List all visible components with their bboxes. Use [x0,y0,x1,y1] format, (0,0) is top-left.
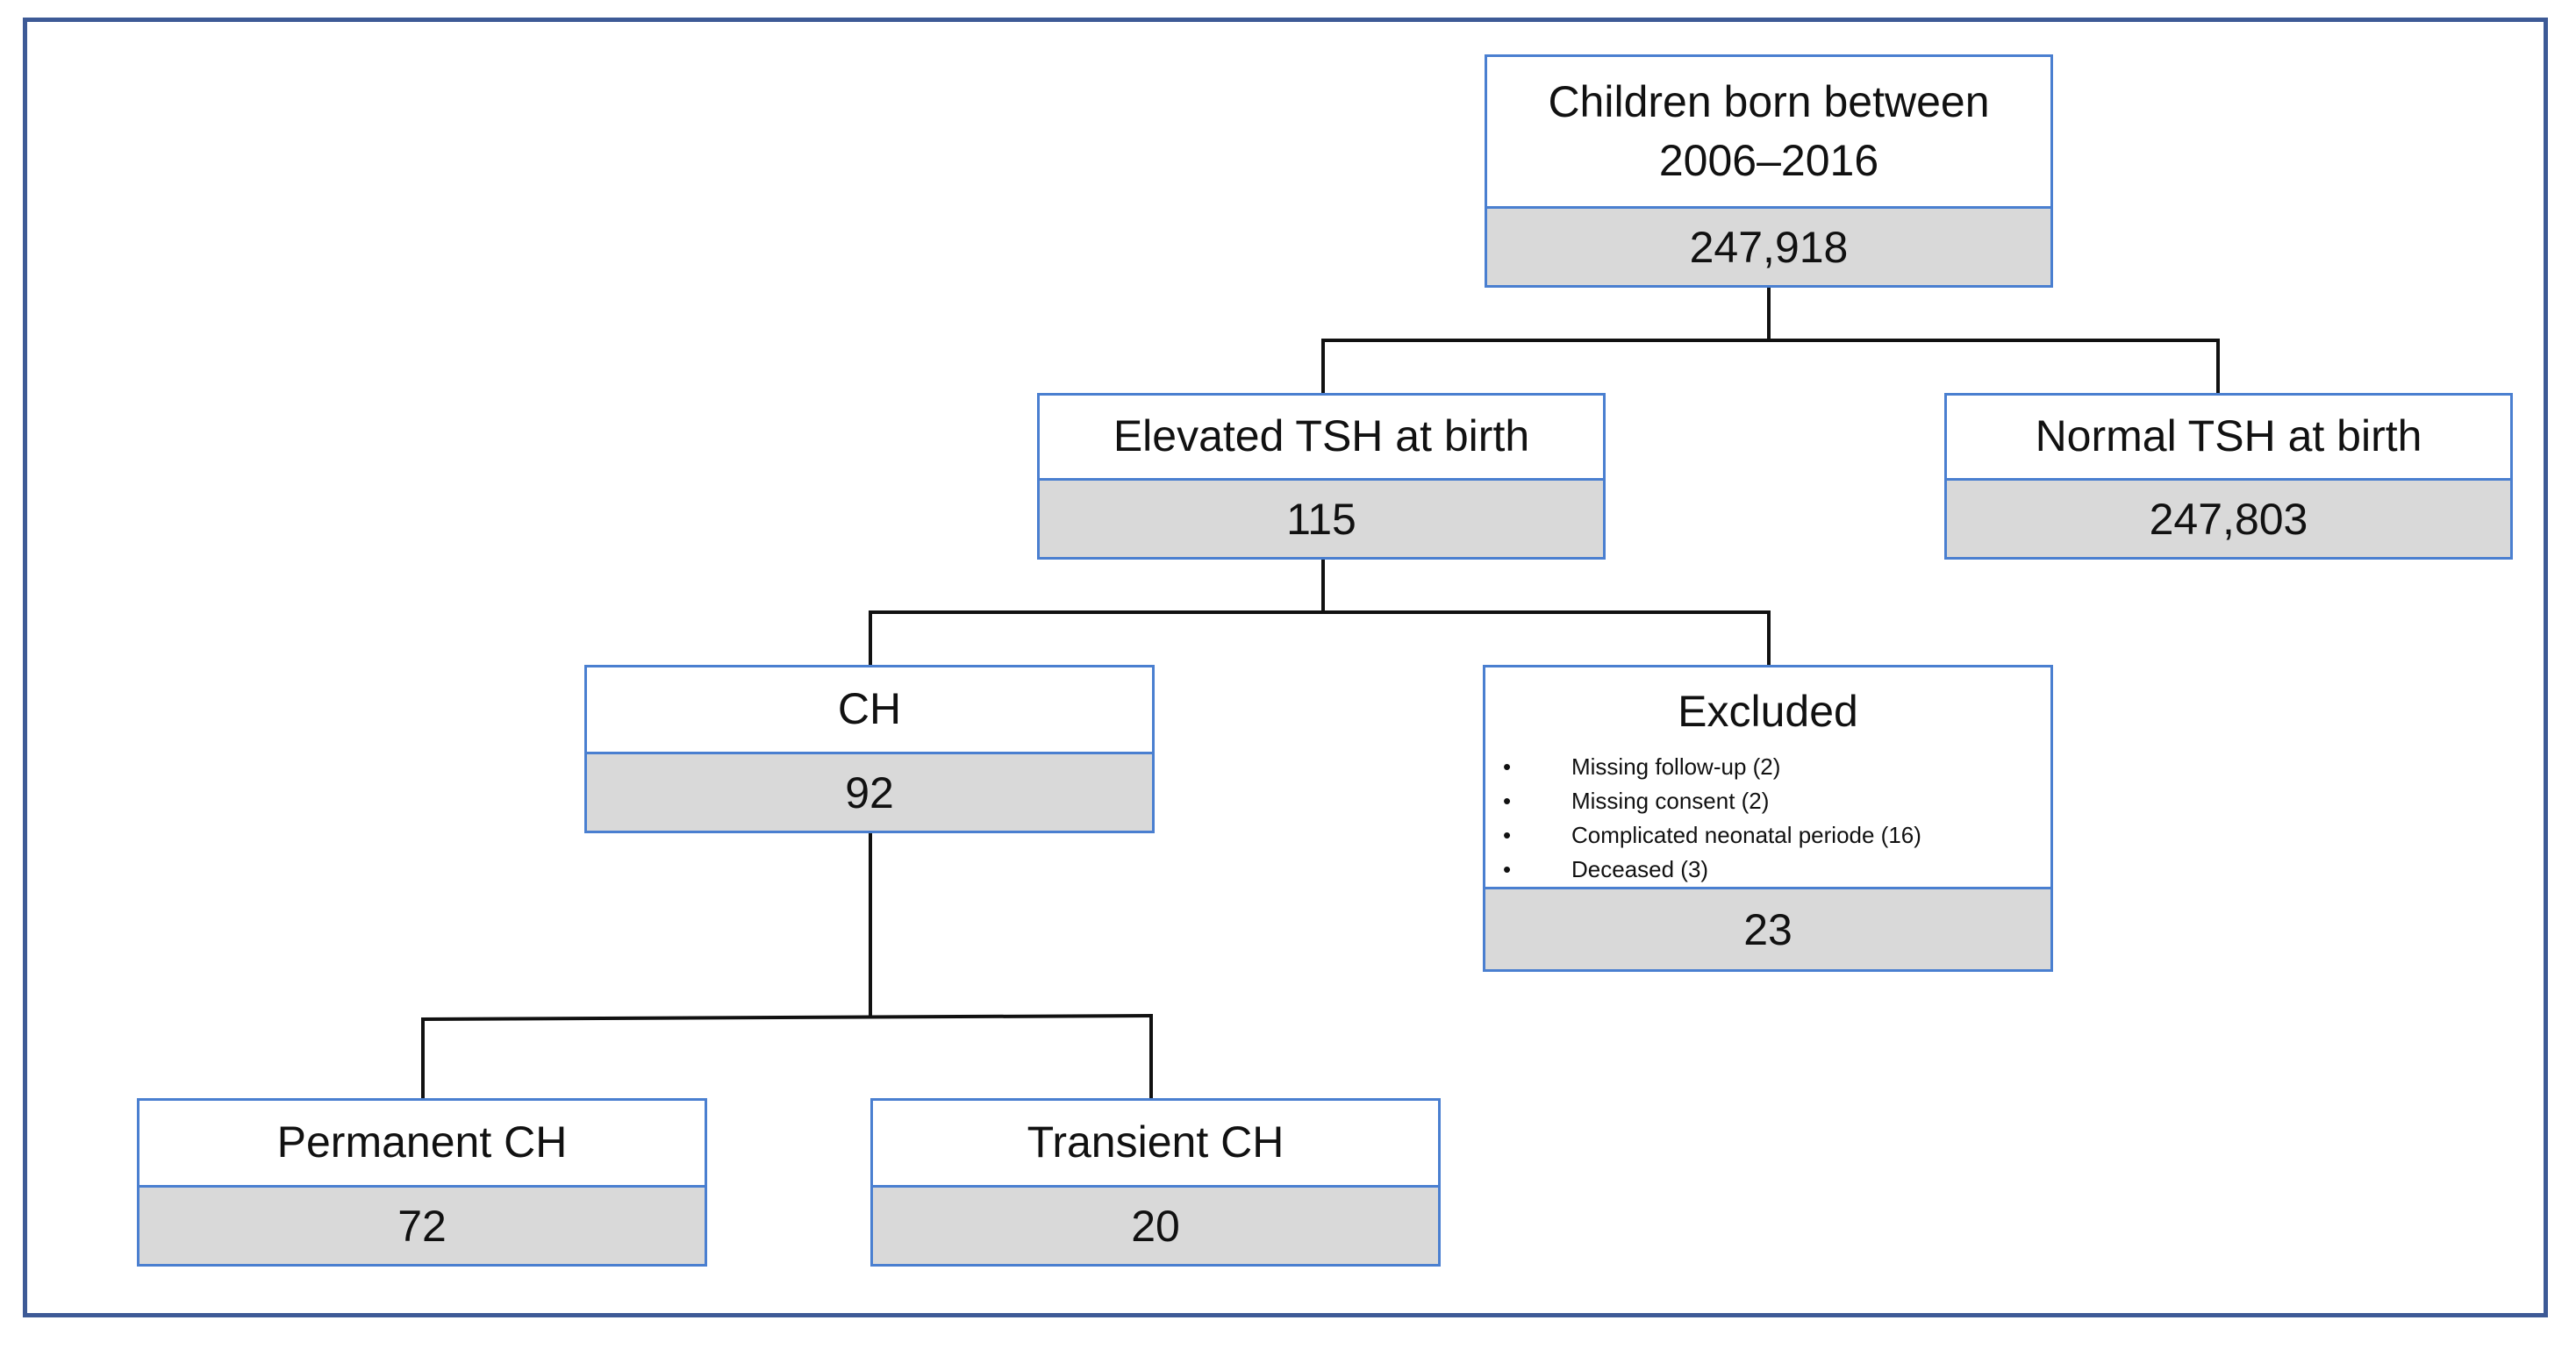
node-transient-ch-label: Transient CH [873,1101,1438,1185]
exclusion-reasons-list: • Missing follow-up (2) • Missing consent … [1485,750,2050,887]
node-excluded-body: Excluded • Missing follow-up (2) • Missing… [1485,667,2050,887]
exclusion-reason-text: Deceased (3) [1571,856,1709,882]
diagram-frame [23,18,2548,1317]
exclusion-reason-item: • Missing follow-up (2) [1503,750,2050,784]
node-children-born-count: 247,918 [1487,206,2050,285]
bullet-icon: • [1503,856,1512,882]
node-elevated-tsh: Elevated TSH at birth 115 [1037,393,1606,560]
node-ch-count: 92 [587,752,1152,831]
node-children-born-label-line1: Children born between [1548,76,1990,126]
bullet-icon: • [1503,753,1512,780]
node-excluded: Excluded • Missing follow-up (2) • Missing… [1483,665,2053,972]
node-children-born-label: Children born between 2006–2016 [1487,57,2050,206]
node-permanent-ch-label: Permanent CH [140,1101,705,1185]
node-normal-tsh-label: Normal TSH at birth [1947,396,2510,478]
exclusion-reason-item: • Missing consent (2) [1503,784,2050,818]
bullet-icon: • [1503,822,1512,848]
node-excluded-count: 23 [1485,887,2050,969]
node-elevated-tsh-label: Elevated TSH at birth [1040,396,1603,478]
exclusion-reason-text: Complicated neonatal periode (16) [1571,822,1921,848]
node-ch: CH 92 [584,665,1155,833]
node-normal-tsh: Normal TSH at birth 247,803 [1944,393,2513,560]
exclusion-reason-text: Missing consent (2) [1571,788,1770,814]
node-permanent-ch-count: 72 [140,1185,705,1264]
node-children-born: Children born between 2006–2016 247,918 [1485,54,2053,288]
node-transient-ch-count: 20 [873,1185,1438,1264]
node-elevated-tsh-count: 115 [1040,478,1603,557]
connector-level3-bar [420,1013,1154,1022]
bullet-icon: • [1503,788,1512,814]
node-excluded-label: Excluded [1678,687,1858,736]
node-normal-tsh-count: 247,803 [1947,478,2510,557]
node-transient-ch: Transient CH 20 [870,1098,1441,1267]
exclusion-reason-item: • Deceased (3) [1503,853,2050,887]
node-permanent-ch: Permanent CH 72 [137,1098,707,1267]
node-ch-label: CH [587,667,1152,752]
node-children-born-label-line2: 2006–2016 [1658,136,1879,185]
exclusion-reason-text: Missing follow-up (2) [1571,753,1781,780]
exclusion-reason-item: • Complicated neonatal periode (16) [1503,818,2050,853]
